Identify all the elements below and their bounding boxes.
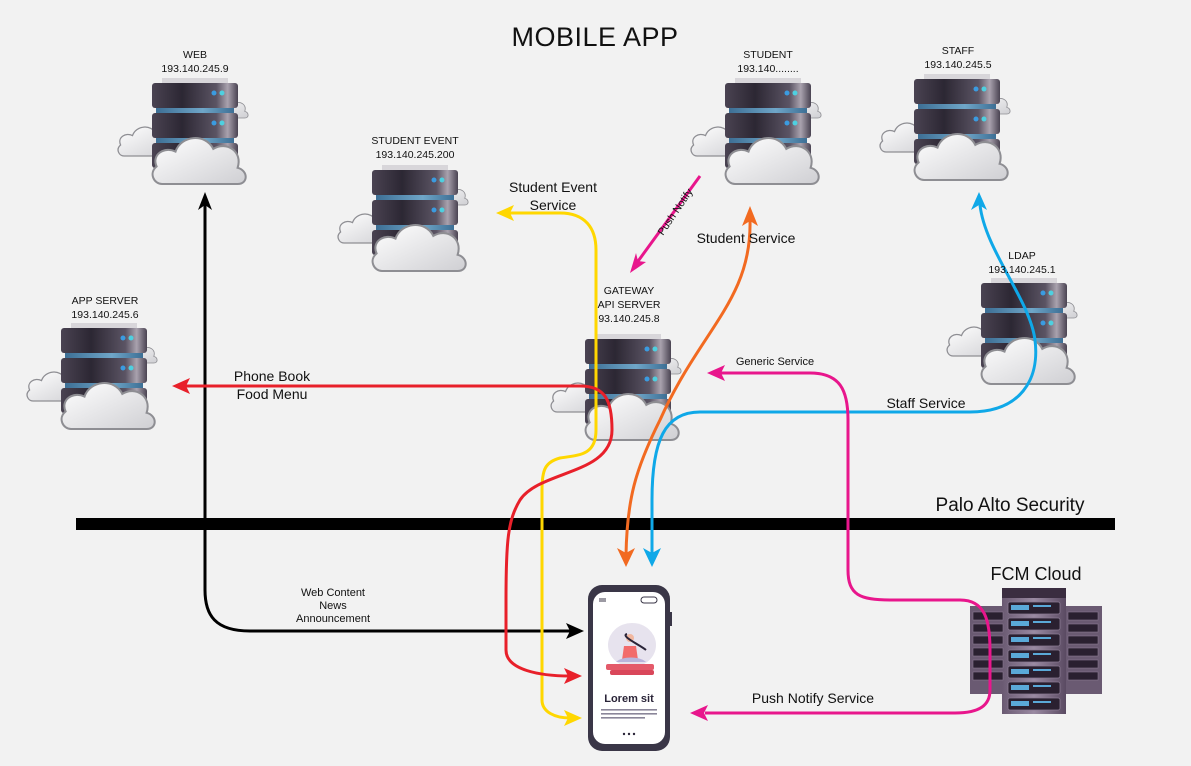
server-student-ip: 193.140........ — [737, 63, 799, 75]
push-notify-label: Push Notify — [656, 186, 696, 238]
server-staff-ip: 193.140.245.5 — [924, 59, 992, 71]
arrowhead-phone-book — [172, 378, 190, 394]
server-app-ip: 193.140.245.6 — [71, 309, 139, 321]
server-ldap-label: LDAP 193.140.245.1 — [988, 249, 1055, 277]
phone-book-line1: Phone Book — [233, 368, 311, 384]
arrowhead-push-notify-service — [690, 705, 708, 721]
student-event-service-line1: Student Event — [509, 179, 597, 195]
arrowhead-yellow-phone — [564, 710, 582, 726]
server-student — [691, 78, 821, 184]
phone-book-label: Phone Book Food Menu — [234, 367, 310, 403]
staff-service-label: Staff Service — [886, 395, 966, 411]
server-gateway-name: GATEWAY — [603, 285, 655, 297]
server-ldap-ip: 193.140.245.1 — [988, 264, 1056, 276]
diagram-title: MOBILE APP — [511, 22, 679, 52]
connection-phone-book — [185, 384, 614, 678]
server-web-ip: 193.140.245.9 — [161, 63, 229, 75]
student-event-service-line2: Service — [529, 197, 577, 213]
server-student-event-ip: 193.140.245.200 — [375, 149, 455, 161]
student-event-service-label: Student Event Service — [509, 178, 597, 214]
arrowhead-web-content — [566, 623, 584, 639]
server-gateway-label: GATEWAY API SERVER 93.140.245.8 — [598, 284, 661, 326]
server-student-event — [338, 165, 468, 271]
connection-generic-service — [705, 371, 992, 715]
connection-web-content — [203, 205, 578, 633]
arrowhead-blue-phone — [643, 548, 661, 567]
student-service-label: Student Service — [696, 230, 796, 246]
generic-service-label: Generic Service — [735, 356, 815, 368]
connection-push-notify — [634, 175, 702, 265]
web-content-line2: News — [319, 600, 347, 612]
server-app-name: APP SERVER — [71, 295, 139, 307]
fcm-cloud-rack — [970, 588, 1102, 714]
palo-alto-security-label: Palo Alto Security — [935, 495, 1085, 516]
arrowhead-orange-phone — [617, 548, 635, 567]
web-content-label: Web Content News Announcement — [296, 587, 370, 626]
server-gateway-ip: 93.140.245.8 — [598, 313, 660, 325]
phone-heading: Lorem sit — [604, 693, 654, 705]
connection-student-service — [624, 219, 752, 556]
arrowhead-generic-service — [707, 365, 725, 381]
server-staff-label: STAFF 193.140.245.5 — [924, 44, 991, 72]
server-app-label: APP SERVER 193.140.245.6 — [71, 294, 138, 322]
mobile-phone: Lorem sit — [588, 585, 672, 751]
server-staff-name: STAFF — [941, 45, 975, 57]
server-ldap — [947, 278, 1077, 384]
connection-student-event-service — [510, 211, 598, 720]
connection-staff-service — [650, 204, 1038, 555]
arrowhead-student-event — [496, 205, 514, 221]
server-web — [118, 78, 248, 184]
arrowhead-staff-service — [971, 192, 987, 210]
phone-book-line2: Food Menu — [236, 386, 308, 402]
push-notify-service-label: Push Notify Service — [751, 690, 875, 706]
server-web-label: WEB 193.140.245.9 — [161, 48, 228, 76]
server-ldap-name: LDAP — [1008, 250, 1036, 262]
arrowhead-push-notify — [630, 253, 646, 273]
server-student-label: STUDENT 193.140........ — [737, 48, 798, 76]
web-content-line1: Web Content — [300, 587, 365, 599]
security-barrier — [76, 518, 1115, 530]
fcm-cloud-label: FCM Cloud — [990, 564, 1082, 584]
web-content-line3: Announcement — [296, 613, 370, 625]
server-student-name: STUDENT — [743, 49, 793, 61]
arrowhead-web-up — [198, 192, 212, 210]
server-student-event-name: STUDENT EVENT — [371, 135, 459, 147]
arrowhead-red-phone — [564, 668, 582, 684]
server-app — [27, 323, 157, 429]
server-staff — [880, 74, 1010, 180]
server-web-name: WEB — [183, 49, 207, 61]
arrowhead-student-service — [742, 206, 758, 226]
server-gateway-name2: API SERVER — [597, 299, 661, 311]
server-student-event-label: STUDENT EVENT 193.140.245.200 — [371, 134, 458, 162]
